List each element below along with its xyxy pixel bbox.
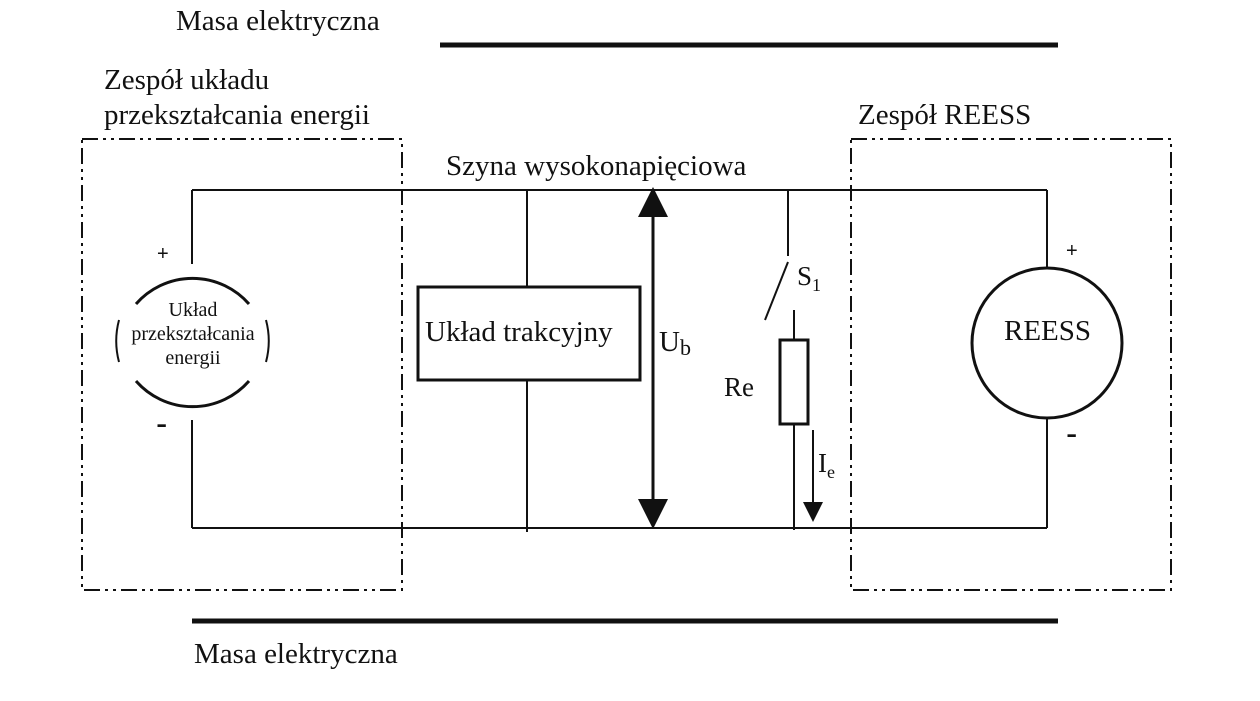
voltage-label-subscript: b bbox=[679, 335, 691, 360]
converter-group-boundary bbox=[81, 138, 403, 591]
converter-label-line-2: przekształcania bbox=[131, 323, 255, 345]
converter-group-label-line-2: przekształcania energii bbox=[104, 99, 370, 131]
converter-plus-sign: + bbox=[157, 243, 169, 265]
resistor-box bbox=[778, 338, 810, 426]
traction-unit-label: Układ trakcyjny bbox=[425, 316, 613, 348]
voltage-label-main: U bbox=[659, 326, 680, 358]
converter-label-line-3: energii bbox=[165, 347, 221, 369]
hv-bus-label: Szyna wysokonapięciowa bbox=[446, 150, 747, 182]
current-label: Ie bbox=[818, 448, 835, 482]
switch-label: S1 bbox=[797, 261, 821, 295]
ground-label-top: Masa elektryczna bbox=[176, 5, 380, 37]
current-label-main: I bbox=[818, 448, 827, 478]
reess-group-boundary bbox=[850, 138, 1172, 591]
converter-source-left-arc bbox=[115, 319, 120, 363]
current-label-subscript: e bbox=[827, 462, 835, 482]
reess-group-label: Zespół REESS bbox=[858, 99, 1032, 131]
switch-contact bbox=[764, 261, 789, 321]
resistor-label: Re bbox=[724, 372, 754, 402]
converter-minus-sign: - bbox=[156, 405, 168, 443]
switch-label-main: S bbox=[797, 261, 813, 291]
converter-source-arc-top bbox=[134, 276, 251, 305]
ground-label-bottom: Masa elektryczna bbox=[194, 638, 398, 670]
reess-minus-sign: - bbox=[1066, 415, 1078, 453]
reess-plus-sign: + bbox=[1066, 240, 1078, 262]
converter-group-label-line-1: Zespół układu bbox=[104, 64, 270, 96]
converter-label-line-1: Układ bbox=[168, 299, 218, 321]
reess-label: REESS bbox=[1003, 315, 1092, 347]
converter-source-arc-bottom bbox=[134, 380, 251, 409]
converter-source-right-arc bbox=[265, 319, 270, 363]
switch-label-subscript: 1 bbox=[812, 275, 822, 295]
voltage-label: Ub bbox=[659, 326, 691, 360]
